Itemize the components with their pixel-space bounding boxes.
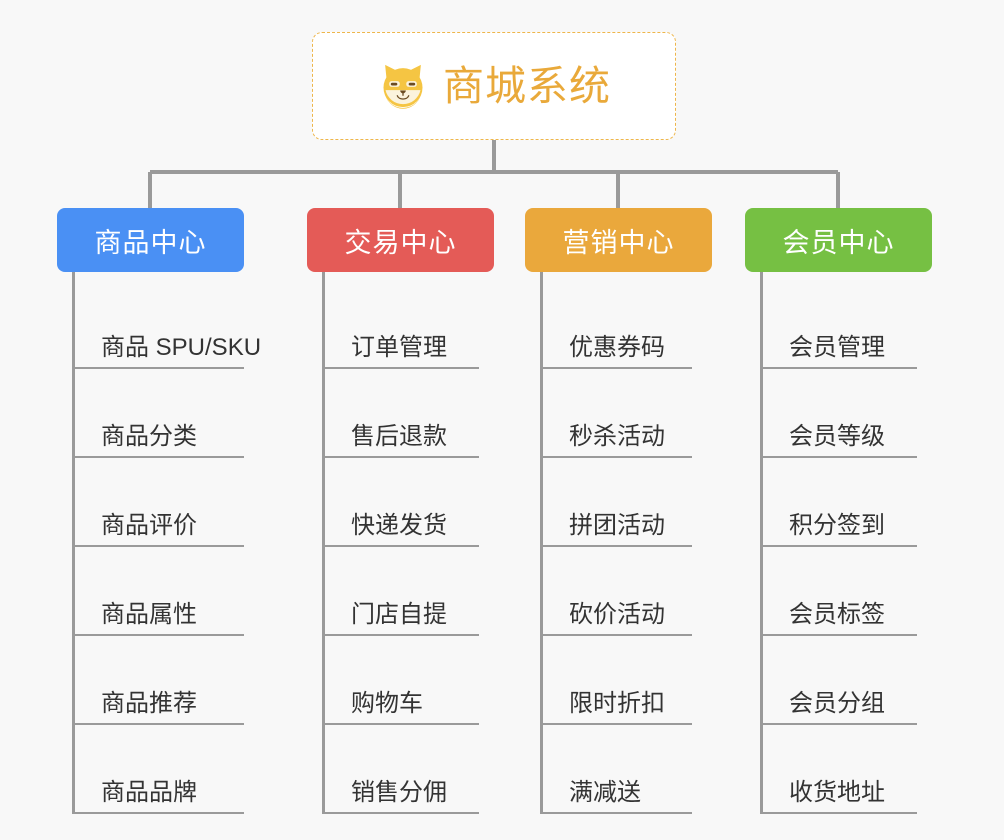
leaf-item-label: 会员等级 (789, 423, 885, 450)
leaf-item-label: 商品分类 (101, 423, 197, 450)
leaf-underline (540, 634, 692, 636)
leaf-item-label: 优惠券码 (569, 334, 665, 361)
leaf-underline (322, 723, 479, 725)
leaf-item-label: 门店自提 (351, 601, 447, 628)
leaf-item-label: 拼团活动 (569, 512, 665, 539)
leaf-item[interactable]: 拼团活动 (525, 458, 712, 547)
leaf-item-label: 商品 SPU/SKU (101, 334, 262, 361)
branch-product-center: 商品中心 商品 SPU/SKU 商品分类商品评价商品属性商品推荐商品品牌 (57, 208, 261, 814)
leaf-underline (322, 367, 479, 369)
leaf-item[interactable]: 售后退款 (307, 369, 494, 458)
leaf-item[interactable]: 优惠券码 (525, 280, 712, 369)
leaf-item[interactable]: 会员等级 (745, 369, 932, 458)
leaf-underline (760, 634, 917, 636)
leaf-item-label: 商品品牌 (101, 779, 197, 806)
shiba-dog-face-icon (383, 64, 423, 109)
leaf-item-label: 快递发货 (351, 512, 447, 539)
branch-marketing-center: 营销中心 优惠券码秒杀活动拼团活动砍价活动限时折扣满减送 (525, 208, 712, 814)
leaf-item[interactable]: 会员分组 (745, 636, 932, 725)
branch-header-trade-center[interactable]: 交易中心 (307, 208, 494, 272)
leaf-underline (72, 634, 244, 636)
leaf-underline (760, 723, 917, 725)
leaf-item[interactable]: 收货地址 (745, 725, 932, 814)
leaf-item-label: 售后退款 (351, 423, 447, 450)
leaf-underline (540, 812, 692, 814)
leaf-item-label: 会员标签 (789, 601, 885, 628)
leaf-item-label: 购物车 (351, 690, 423, 717)
branch-header-member-center[interactable]: 会员中心 (745, 208, 932, 272)
leaf-underline (72, 812, 244, 814)
leaf-underline (760, 812, 917, 814)
leaf-item-label: 商品评价 (101, 512, 197, 539)
leaf-item[interactable]: 商品 SPU/SKU (57, 280, 261, 369)
leaf-item-label: 收货地址 (789, 779, 885, 806)
leaf-item[interactable]: 门店自提 (307, 547, 494, 636)
leaf-underline (540, 723, 692, 725)
branch-header-marketing-center[interactable]: 营销中心 (525, 208, 712, 272)
leaf-underline (322, 634, 479, 636)
branch-header-product-center[interactable]: 商品中心 (57, 208, 244, 272)
leaf-underline (322, 545, 479, 547)
leaf-underline (760, 545, 917, 547)
leaf-underline (322, 812, 479, 814)
leaf-underline (72, 456, 244, 458)
leaf-item-label: 会员分组 (789, 690, 885, 717)
leaf-item[interactable]: 商品分类 (57, 369, 261, 458)
leaf-spine (72, 272, 75, 814)
leaf-list-marketing-center: 优惠券码秒杀活动拼团活动砍价活动限时折扣满减送 (525, 272, 712, 814)
leaf-underline (540, 367, 692, 369)
leaf-item-label: 积分签到 (789, 512, 885, 539)
leaf-list-product-center: 商品 SPU/SKU 商品分类商品评价商品属性商品推荐商品品牌 (57, 272, 261, 814)
leaf-spine (540, 272, 543, 814)
leaf-underline (72, 545, 244, 547)
leaf-underline (540, 456, 692, 458)
leaf-item-label: 砍价活动 (569, 601, 665, 628)
leaf-list-member-center: 会员管理会员等级积分签到会员标签会员分组收货地址 (745, 272, 932, 814)
leaf-list-trade-center: 订单管理售后退款快递发货门店自提购物车销售分佣 (307, 272, 494, 814)
leaf-item[interactable]: 商品品牌 (57, 725, 261, 814)
leaf-item[interactable]: 商品属性 (57, 547, 261, 636)
root-node[interactable]: 商城系统 (312, 32, 676, 140)
leaf-item-label: 会员管理 (789, 334, 885, 361)
leaf-underline (322, 456, 479, 458)
leaf-item-label: 秒杀活动 (569, 423, 665, 450)
leaf-item-label: 满减送 (569, 779, 641, 806)
leaf-item[interactable]: 销售分佣 (307, 725, 494, 814)
leaf-item[interactable]: 砍价活动 (525, 547, 712, 636)
leaf-spine (322, 272, 325, 814)
leaf-item-label: 订单管理 (351, 334, 447, 361)
root-title: 商城系统 (443, 62, 611, 109)
leaf-item-label: 商品推荐 (101, 690, 197, 717)
leaf-item-label: 销售分佣 (351, 779, 447, 806)
branch-member-center: 会员中心 会员管理会员等级积分签到会员标签会员分组收货地址 (745, 208, 932, 814)
leaf-spine (760, 272, 763, 814)
branch-trade-center: 交易中心 订单管理售后退款快递发货门店自提购物车销售分佣 (307, 208, 494, 814)
leaf-item[interactable]: 秒杀活动 (525, 369, 712, 458)
leaf-item[interactable]: 快递发货 (307, 458, 494, 547)
leaf-underline (760, 456, 917, 458)
leaf-item[interactable]: 限时折扣 (525, 636, 712, 725)
leaf-underline (540, 545, 692, 547)
leaf-item[interactable]: 会员管理 (745, 280, 932, 369)
leaf-item-label: 商品属性 (101, 601, 197, 628)
leaf-underline (72, 723, 244, 725)
leaf-item[interactable]: 满减送 (525, 725, 712, 814)
leaf-item-label: 限时折扣 (569, 690, 665, 717)
leaf-item[interactable]: 商品推荐 (57, 636, 261, 725)
leaf-underline (72, 367, 244, 369)
leaf-underline (760, 367, 917, 369)
leaf-item[interactable]: 订单管理 (307, 280, 494, 369)
leaf-item[interactable]: 积分签到 (745, 458, 932, 547)
leaf-item[interactable]: 会员标签 (745, 547, 932, 636)
leaf-item[interactable]: 购物车 (307, 636, 494, 725)
leaf-item[interactable]: 商品评价 (57, 458, 261, 547)
